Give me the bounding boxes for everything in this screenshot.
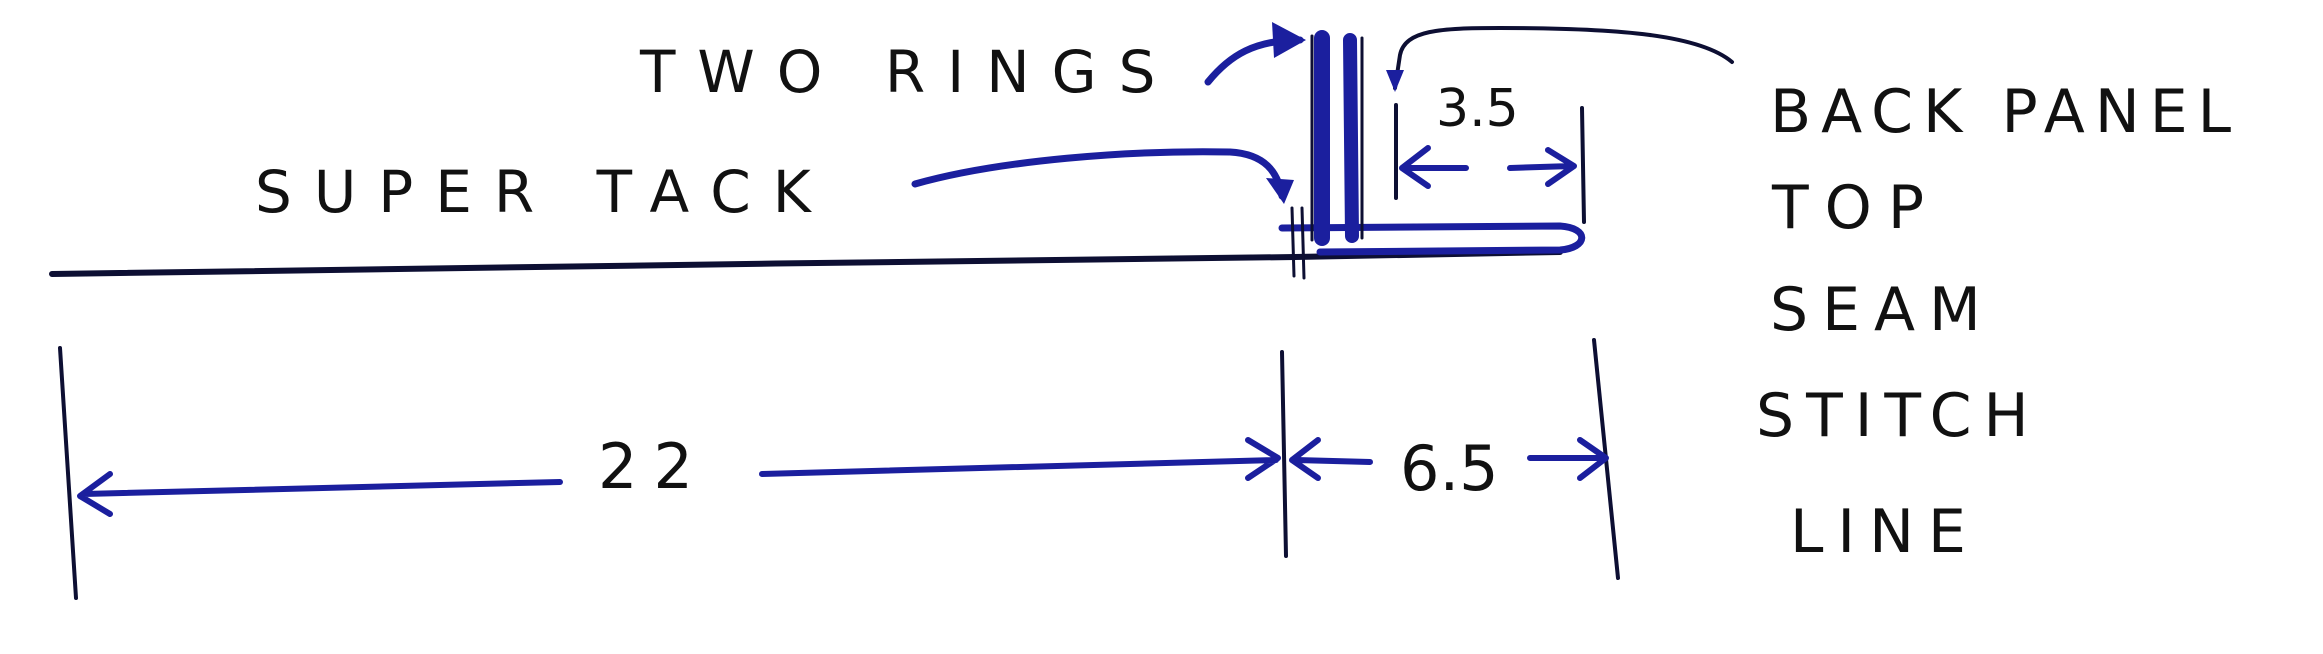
side-note-line: LINE bbox=[1790, 497, 1980, 567]
dim-tick-middle bbox=[1280, 350, 1288, 558]
ring-offset-tick-right bbox=[1580, 106, 1586, 224]
two-rings bbox=[1310, 30, 1364, 246]
side-note-line: BACK PANEL bbox=[1770, 77, 2241, 147]
super-tack-arrow bbox=[911, 148, 1286, 200]
side-note-line: SEAM bbox=[1770, 275, 1995, 345]
super-tack-arrowhead bbox=[1266, 178, 1294, 204]
super-tack-label: SUPER TACK bbox=[255, 158, 833, 226]
ring-offset-arrow-left bbox=[1399, 145, 1469, 189]
ring-bar bbox=[1343, 33, 1359, 243]
super-tack-mark bbox=[1290, 206, 1306, 280]
left-span-label: 22 bbox=[598, 430, 709, 503]
right-span-arrow-left bbox=[1289, 437, 1373, 481]
right-span-label: 6.5 bbox=[1400, 432, 1499, 505]
two-rings-label: TWO RINGS bbox=[639, 38, 1177, 106]
back-panel-leader bbox=[1393, 26, 1734, 90]
back-panel-top-fold bbox=[1278, 222, 1586, 256]
left-span-arrow-left bbox=[77, 471, 563, 517]
seam-stitch-line bbox=[49, 249, 1563, 277]
side-note: BACK PANEL TOP SEAM STITCH LINE bbox=[1756, 77, 2241, 567]
ring-bar-outline bbox=[1310, 34, 1364, 242]
side-note-line: TOP bbox=[1771, 173, 1940, 243]
right-span-arrow-right bbox=[1527, 437, 1609, 481]
side-note-line: STITCH bbox=[1756, 381, 2041, 451]
ring-offset-label: 3.5 bbox=[1436, 79, 1519, 139]
back-panel-arrowhead bbox=[1386, 70, 1404, 92]
left-span-arrow-right bbox=[759, 437, 1281, 481]
ring-offset-arrow-right bbox=[1507, 147, 1577, 187]
dim-tick-left bbox=[58, 346, 78, 600]
two-rings-arrowhead bbox=[1272, 22, 1306, 58]
